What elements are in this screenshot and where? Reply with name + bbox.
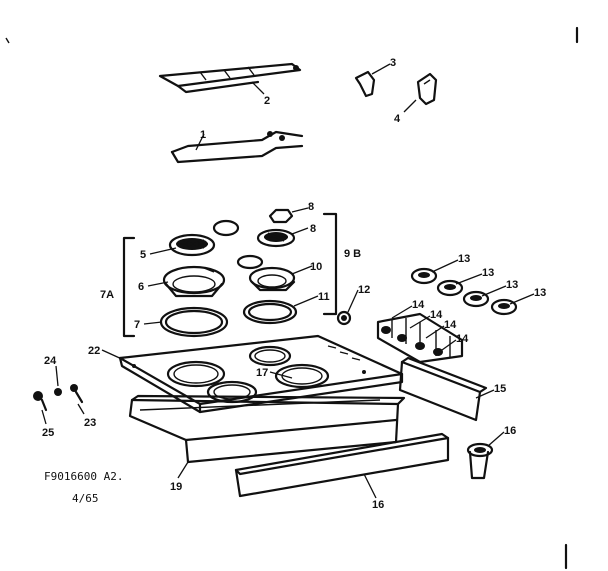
label-part-3: 3 <box>390 57 396 69</box>
diagram-date: 4/65 <box>72 492 99 505</box>
label-part-5: 5 <box>140 249 146 261</box>
label-part-16b: 16 <box>372 499 384 511</box>
part-5-coil-element <box>168 233 216 257</box>
label-part-23: 23 <box>84 417 96 429</box>
label-part-10: 10 <box>310 261 322 273</box>
part-25-screw <box>33 391 48 412</box>
label-part-7: 7 <box>134 319 140 331</box>
diagram-code: F9016600 A2. <box>44 470 123 483</box>
part-2-bracket <box>158 62 302 94</box>
part-7-trim-ring <box>159 306 229 338</box>
label-part-14a: 14 <box>412 299 425 311</box>
label-part-16a: 16 <box>504 425 516 437</box>
label-part-7a: 7A <box>100 289 114 301</box>
label-part-22: 22 <box>88 345 100 357</box>
label-part-11: 11 <box>318 291 330 303</box>
part-8-clip <box>268 208 294 224</box>
part-18-front-trim <box>234 432 450 498</box>
label-part-8a: 8 <box>308 201 314 213</box>
label-part-1: 1 <box>200 129 206 141</box>
part-12-plug <box>336 310 352 326</box>
part-24-screw <box>54 388 62 396</box>
label-part-8b: 8 <box>310 223 316 235</box>
label-part-13d: 13 <box>534 287 546 299</box>
part-14-switch-block <box>376 312 464 364</box>
part-13-knob <box>410 267 438 285</box>
part-6-top-ring <box>212 219 240 237</box>
label-part-19: 19 <box>170 481 182 493</box>
label-part-17: 17 <box>256 367 268 379</box>
label-part-24: 24 <box>44 355 57 367</box>
part-10-drip-pan <box>248 266 296 292</box>
part-9-coil-element <box>256 228 296 248</box>
label-part-14d: 14 <box>456 333 469 345</box>
part-19-body-box <box>128 394 406 464</box>
label-part-13c: 13 <box>506 279 518 291</box>
part-13-knob <box>490 298 518 316</box>
part-11-trim-ring <box>242 299 298 325</box>
label-part-9b: 9 B <box>344 248 361 260</box>
bracket-7a <box>122 236 136 338</box>
label-part-6: 6 <box>138 281 144 293</box>
part-3-clip <box>354 70 376 98</box>
part-16-knob-shaft <box>466 442 494 480</box>
label-part-25: 25 <box>42 427 54 439</box>
part-4-clip <box>416 72 438 106</box>
leader-lines <box>41 63 535 499</box>
part-23-screw <box>70 384 84 404</box>
part-6-drip-pan <box>162 265 226 298</box>
part-1-bracket <box>170 130 304 164</box>
label-part-14c: 14 <box>444 319 457 331</box>
bracket-9b <box>322 212 338 316</box>
label-part-15: 15 <box>494 383 506 395</box>
stray-mark <box>5 37 10 44</box>
label-part-2: 2 <box>264 95 270 107</box>
label-part-13b: 13 <box>482 267 494 279</box>
part-13-knob <box>436 279 464 297</box>
label-part-14b: 14 <box>430 309 443 321</box>
part-8-ring <box>236 254 264 270</box>
label-part-12: 12 <box>358 284 370 296</box>
label-part-13a: 13 <box>458 253 470 265</box>
part-13-knob <box>462 290 490 308</box>
label-part-4: 4 <box>394 113 401 125</box>
part-15-side-panel <box>398 356 488 422</box>
